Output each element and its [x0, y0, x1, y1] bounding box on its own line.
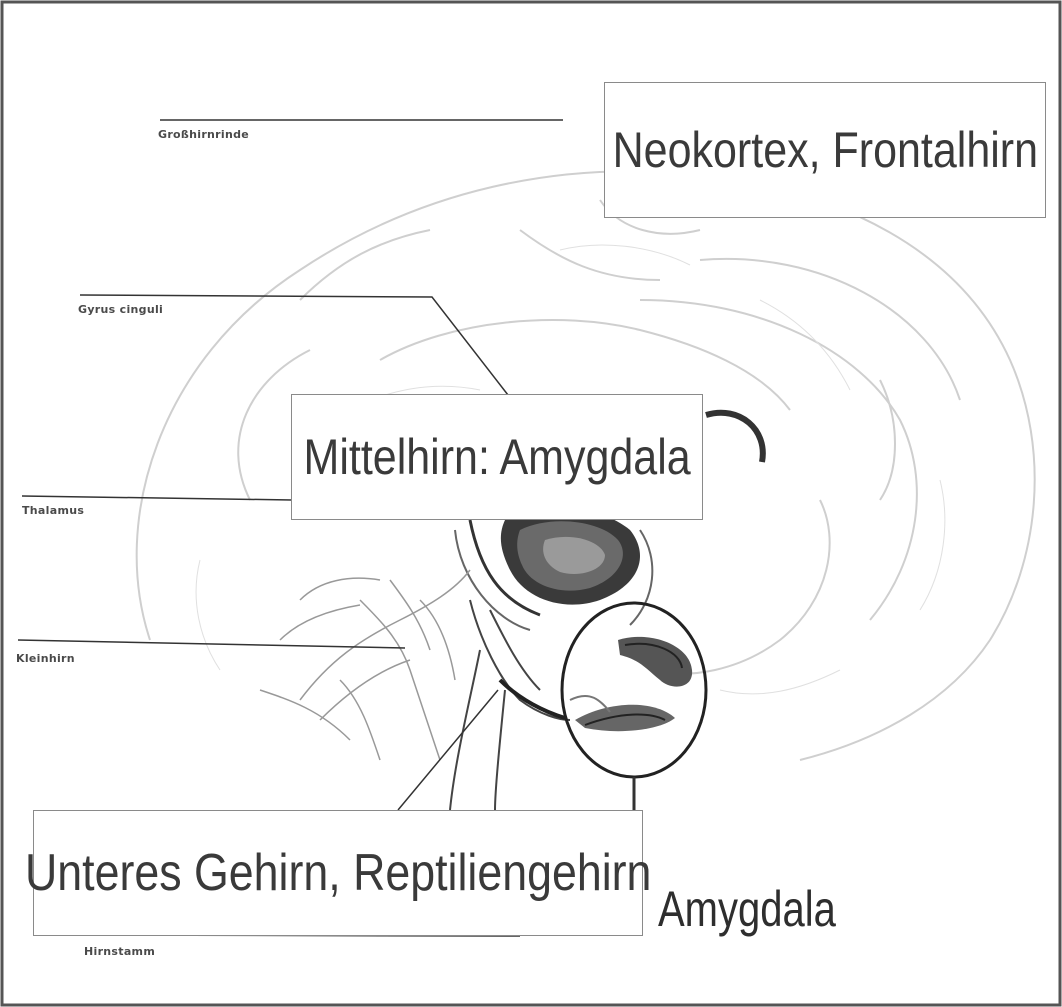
- label-amygdala: Amygdala: [658, 880, 836, 938]
- label-grosshirnrinde: Großhirnrinde: [158, 128, 249, 141]
- callout-mittelhirn-text: Mittelhirn: Amygdala: [303, 428, 690, 486]
- amygdala-circle: [562, 603, 706, 777]
- leader-kleinhirn: [18, 640, 405, 648]
- amygdala-structure: [570, 637, 692, 731]
- callosum-arc: [706, 413, 763, 462]
- callout-neokortex: Neokortex, Frontalhirn: [604, 82, 1046, 218]
- label-kleinhirn: Kleinhirn: [16, 652, 75, 665]
- leader-thalamus: [22, 496, 292, 500]
- pons-edge: [500, 680, 565, 718]
- thalamus-region: [455, 508, 652, 630]
- leader-unteres: [398, 690, 498, 810]
- cerebellum: [260, 570, 470, 760]
- label-hirnstamm: Hirnstamm: [84, 945, 155, 958]
- brainstem: [450, 600, 570, 810]
- callout-unteres-text: Unteres Gehirn, Reptiliengehirn: [25, 843, 651, 903]
- label-gyrus-cinguli: Gyrus cinguli: [78, 303, 163, 316]
- callout-mittelhirn: Mittelhirn: Amygdala: [291, 394, 703, 520]
- callout-neokortex-text: Neokortex, Frontalhirn: [612, 121, 1037, 179]
- label-thalamus: Thalamus: [22, 504, 84, 517]
- callout-unteres: Unteres Gehirn, Reptiliengehirn: [33, 810, 643, 936]
